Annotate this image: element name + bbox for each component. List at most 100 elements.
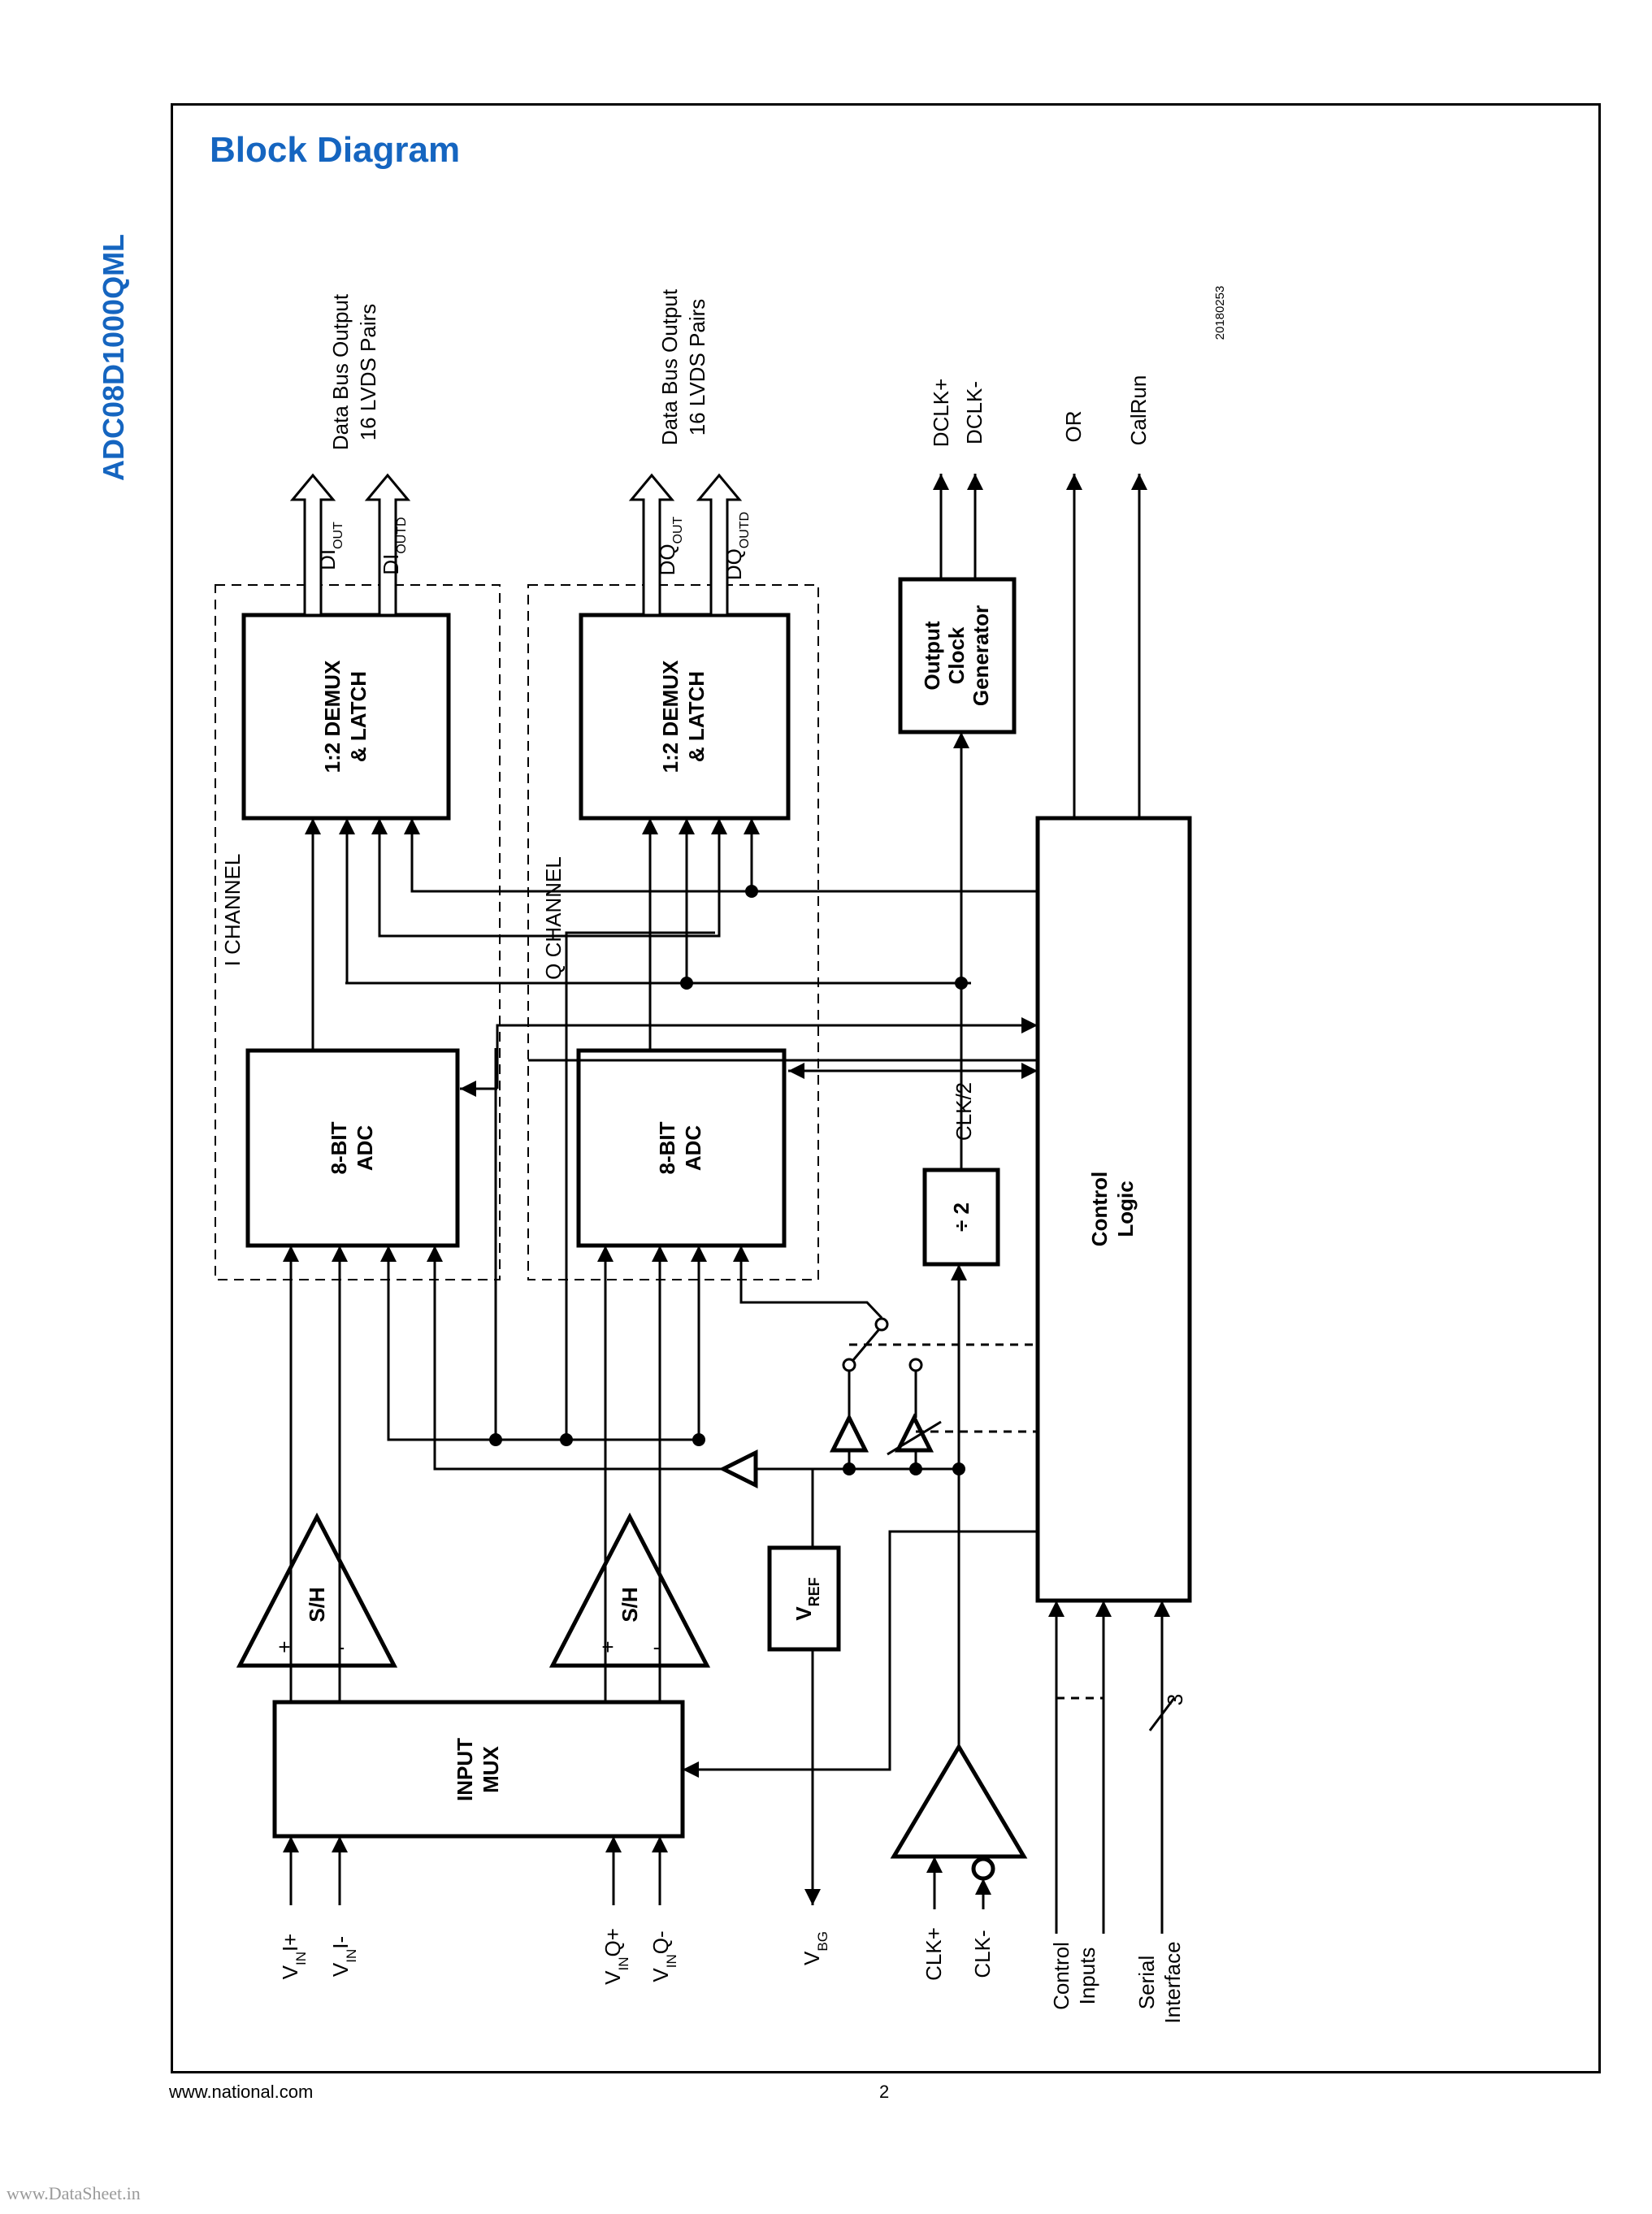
footer-url[interactable]: www.national.com	[169, 2082, 314, 2102]
clock-input-buffer	[890, 1743, 1028, 1881]
svg-text:OR: OR	[1061, 411, 1086, 443]
figure-frame	[171, 103, 1601, 2073]
svg-text:VBG: VBG	[800, 1931, 830, 1965]
label-clk-minus: CLK-	[970, 1930, 995, 1978]
dashed-control-lines	[849, 1343, 1104, 1700]
svg-text:ADC: ADC	[353, 1125, 377, 1172]
vref-block: VREF	[767, 1545, 841, 1652]
svg-text:VINQ-: VINQ-	[648, 1930, 679, 1982]
svg-text:DIOUTD: DIOUTD	[379, 517, 409, 574]
label-vin-i-plus: VINI+	[278, 1934, 309, 1980]
label-dq-out: DQOUT	[655, 516, 685, 575]
svg-text:Generator: Generator	[969, 605, 993, 706]
label-q-channel: Q CHANNEL	[541, 856, 566, 980]
svg-text:÷ 2: ÷ 2	[949, 1202, 973, 1232]
label-vbg: VBG	[800, 1931, 830, 1965]
svg-text:CLK-: CLK-	[970, 1930, 995, 1978]
svg-text:+: +	[601, 1635, 614, 1659]
svg-text:Data Bus Output: Data Bus Output	[657, 288, 682, 445]
svg-text:S/H: S/H	[618, 1587, 642, 1622]
svg-text:& LATCH: & LATCH	[684, 671, 709, 762]
i-channel-boundary	[215, 584, 501, 1280]
reference-buffer	[718, 1449, 758, 1489]
svg-text:-: -	[653, 1635, 661, 1659]
label-serial-interface: Serial Interface	[1134, 1941, 1185, 2023]
svg-text:-: -	[338, 1635, 345, 1659]
svg-text:MUX: MUX	[479, 1745, 503, 1792]
label-data-bus-i: Data Bus Output 16 LVDS Pairs	[328, 293, 380, 450]
control-logic-block: Control Logic	[1035, 816, 1192, 1603]
q-channel-boundary	[527, 584, 819, 1280]
wiring	[283, 474, 1176, 1934]
svg-text:+: +	[278, 1635, 290, 1659]
demux-latch-q-block: 1:2 DEMUX & LATCH	[579, 613, 791, 821]
svg-text:Control: Control	[1049, 1942, 1073, 2010]
label-calrun: CalRun	[1126, 375, 1151, 446]
page-heading: Block Diagram	[210, 130, 461, 170]
svg-text:Data Bus Output: Data Bus Output	[328, 293, 353, 450]
svg-text:Interface: Interface	[1160, 1941, 1185, 2023]
svg-text:1:2 DEMUX: 1:2 DEMUX	[658, 660, 683, 773]
svg-text:16 LVDS Pairs: 16 LVDS Pairs	[356, 304, 380, 441]
label-clk-half: CLK/2	[952, 1082, 976, 1141]
label-di-out: DIOUT	[315, 522, 345, 570]
svg-text:Output: Output	[920, 621, 944, 691]
svg-text:Logic: Logic	[1113, 1181, 1138, 1237]
svg-text:VINI+: VINI+	[278, 1934, 309, 1980]
svg-text:20180253: 20180253	[1213, 286, 1227, 340]
svg-text:Inputs: Inputs	[1075, 1948, 1099, 2005]
output-clock-generator-block: Output Clock Generator	[898, 577, 1017, 734]
label-figure-id: 20180253	[1213, 286, 1227, 340]
watermark: www.DataSheet.in	[7, 2183, 141, 2203]
junction-dots	[489, 885, 968, 1475]
calibration-buffer	[829, 1413, 869, 1453]
svg-text:ADC: ADC	[681, 1125, 705, 1172]
label-vin-q-minus: VINQ-	[648, 1930, 679, 1982]
svg-text:CLK/2: CLK/2	[952, 1082, 976, 1141]
svg-text:INPUT: INPUT	[453, 1738, 477, 1801]
label-di-outd: DIOUTD	[379, 517, 409, 574]
svg-text:DQOUT: DQOUT	[655, 516, 685, 575]
adjustable-buffer	[887, 1413, 942, 1456]
label-bus-width: 3	[1163, 1694, 1187, 1705]
svg-text:DQOUTD: DQOUTD	[722, 512, 752, 580]
label-control-inputs: Control Inputs	[1049, 1942, 1099, 2010]
svg-text:VREF: VREF	[791, 1577, 822, 1620]
svg-text:S/H: S/H	[305, 1587, 329, 1622]
page-number: 2	[879, 2082, 890, 2102]
divide-by-two-block: ÷ 2	[922, 1168, 1000, 1267]
svg-text:Q CHANNEL: Q CHANNEL	[541, 856, 566, 980]
label-or: OR	[1061, 411, 1086, 443]
svg-text:CLK+: CLK+	[921, 1927, 946, 1981]
sample-hold-i: S/H + -	[236, 1512, 398, 1668]
svg-text:3: 3	[1163, 1694, 1187, 1705]
label-dclk-plus: DCLK+	[929, 379, 953, 448]
label-data-bus-q: Data Bus Output 16 LVDS Pairs	[657, 288, 709, 445]
svg-text:Clock: Clock	[944, 626, 969, 684]
label-clk-plus: CLK+	[921, 1927, 946, 1981]
svg-text:Control: Control	[1087, 1172, 1112, 1246]
input-mux-block: INPUT MUX	[272, 1700, 685, 1839]
svg-text:VINI-: VINI-	[328, 1936, 359, 1977]
svg-text:16 LVDS Pairs: 16 LVDS Pairs	[685, 299, 709, 436]
svg-text:CalRun: CalRun	[1126, 375, 1151, 446]
data-bus-arrows	[289, 473, 743, 617]
svg-text:8-BIT: 8-BIT	[655, 1121, 679, 1174]
svg-text:& LATCH: & LATCH	[346, 671, 371, 762]
label-vin-i-minus: VINI-	[328, 1936, 359, 1977]
svg-text:DCLK+: DCLK+	[929, 379, 953, 448]
label-vin-q-plus: VINQ+	[601, 1928, 631, 1985]
demux-latch-i-block: 1:2 DEMUX & LATCH	[241, 613, 451, 821]
label-dq-outd: DQOUTD	[722, 512, 752, 580]
svg-text:DCLK-: DCLK-	[962, 381, 986, 444]
adc-i-block: 8-BIT ADC	[245, 1048, 460, 1248]
svg-text:Serial: Serial	[1134, 1956, 1159, 2009]
adc-q-block: 8-BIT ADC	[576, 1048, 787, 1248]
label-i-channel: I CHANNEL	[220, 854, 245, 967]
svg-text:1:2 DEMUX: 1:2 DEMUX	[320, 660, 345, 773]
svg-text:8-BIT: 8-BIT	[327, 1121, 351, 1174]
svg-text:DIOUT: DIOUT	[315, 522, 345, 570]
label-dclk-minus: DCLK-	[962, 381, 986, 444]
svg-text:I CHANNEL: I CHANNEL	[220, 854, 245, 967]
